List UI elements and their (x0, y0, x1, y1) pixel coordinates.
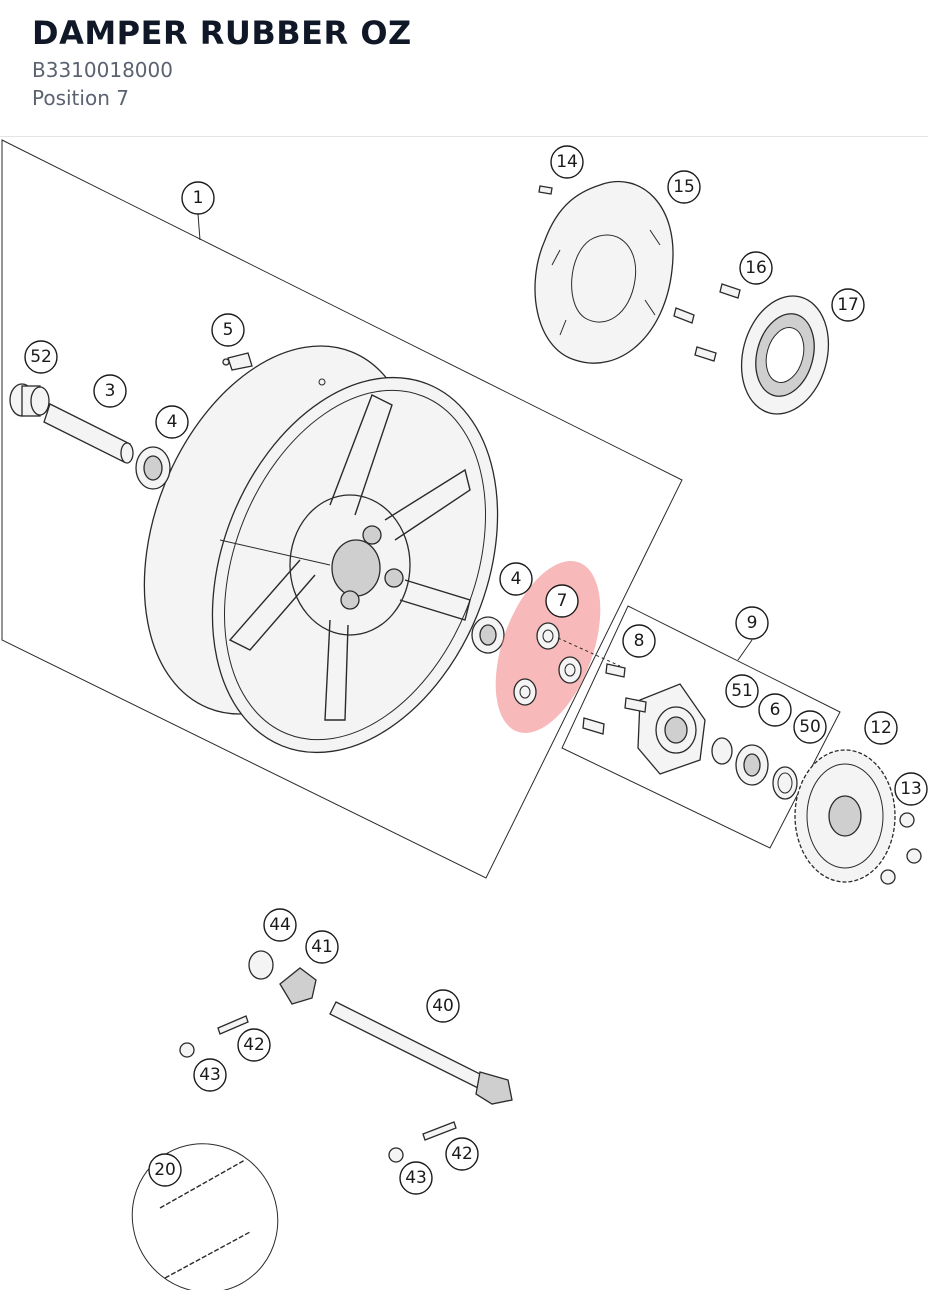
callout-20[interactable]: 20 (148, 1153, 182, 1187)
svg-text:8: 8 (634, 631, 645, 651)
rear-wheel (143, 345, 499, 754)
leader-lines (197, 213, 753, 661)
svg-text:51: 51 (731, 681, 753, 701)
bolt-14 (538, 185, 553, 195)
wheel-assembly-frame (1, 139, 683, 879)
svg-text:1: 1 (193, 188, 204, 208)
part-title: DAMPER RUBBER OZ (32, 14, 412, 52)
callout-17[interactable]: 17 (831, 288, 865, 322)
exploded-parts-diagram: 1 3 4 4 5 6 7 8 9 12 13 14 15 16 17 20 4 (1, 139, 928, 1290)
sprocket-carrier-frame (561, 605, 841, 849)
callout-4-right[interactable]: 4 (499, 562, 533, 596)
svg-text:20: 20 (154, 1160, 176, 1180)
spacer-sleeve-3 (43, 403, 134, 464)
svg-text:6: 6 (770, 700, 781, 720)
svg-text:44: 44 (269, 915, 291, 935)
callout-9[interactable]: 9 (735, 606, 769, 640)
callout-40[interactable]: 40 (426, 989, 460, 1023)
callout-8[interactable]: 8 (622, 624, 656, 658)
brake-disc-15 (534, 180, 674, 364)
callout-14[interactable]: 14 (550, 145, 584, 179)
callout-4-left[interactable]: 4 (155, 405, 189, 439)
callout-51[interactable]: 51 (725, 674, 759, 708)
svg-text:7: 7 (557, 591, 568, 611)
svg-text:14: 14 (556, 152, 578, 172)
svg-text:42: 42 (243, 1035, 265, 1055)
nut-43-left (179, 1042, 195, 1058)
svg-text:3: 3 (105, 381, 116, 401)
svg-text:13: 13 (900, 779, 922, 799)
chain-adjuster-41 (279, 967, 317, 1005)
callout-44[interactable]: 44 (263, 908, 297, 942)
callout-7[interactable]: 7 (545, 584, 579, 618)
callout-42-right[interactable]: 42 (445, 1137, 479, 1171)
nuts-13 (880, 812, 922, 885)
svg-text:42: 42 (451, 1144, 473, 1164)
part-number: B3310018000 (32, 58, 173, 82)
callout-16[interactable]: 16 (739, 251, 773, 285)
callout-6[interactable]: 6 (758, 693, 792, 727)
svg-text:12: 12 (870, 718, 892, 738)
svg-text:43: 43 (199, 1065, 221, 1085)
part-header: DAMPER RUBBER OZ B3310018000 Position 7 (0, 0, 928, 137)
adjuster-screw-42-left (217, 1015, 249, 1035)
callout-12[interactable]: 12 (864, 711, 898, 745)
sprocket-carrier (582, 663, 798, 800)
nut-44 (248, 950, 274, 980)
svg-text:43: 43 (405, 1168, 427, 1188)
svg-text:16: 16 (745, 258, 767, 278)
damper-rubbers-7 (513, 622, 621, 706)
callout-43-right[interactable]: 43 (399, 1161, 433, 1195)
callout-52[interactable]: 52 (24, 340, 58, 374)
callout-43-left[interactable]: 43 (193, 1058, 227, 1092)
callout-15[interactable]: 15 (667, 170, 701, 204)
bearing-4-left (135, 446, 171, 490)
svg-text:17: 17 (837, 295, 859, 315)
spacer-52 (9, 383, 50, 417)
callout-13[interactable]: 13 (894, 772, 928, 806)
svg-text:41: 41 (311, 937, 333, 957)
svg-text:52: 52 (30, 347, 52, 367)
part-position: Position 7 (32, 86, 129, 110)
svg-text:40: 40 (432, 996, 454, 1016)
brake-carrier-17 (740, 295, 830, 415)
bearing-4-right (471, 616, 505, 654)
svg-text:4: 4 (511, 569, 522, 589)
callout-3[interactable]: 3 (93, 374, 127, 408)
svg-text:4: 4 (167, 412, 178, 432)
svg-text:15: 15 (673, 177, 695, 197)
callout-1[interactable]: 1 (181, 181, 215, 215)
axle-40 (329, 1001, 513, 1105)
callout-50[interactable]: 50 (793, 710, 827, 744)
svg-text:9: 9 (747, 613, 758, 633)
callout-42-left[interactable]: 42 (237, 1028, 271, 1062)
chain-20 (131, 1143, 279, 1290)
adjuster-screw-42-right (422, 1121, 457, 1141)
callout-41[interactable]: 41 (305, 930, 339, 964)
bolts-16 (673, 283, 741, 362)
nut-43-right (388, 1147, 404, 1163)
svg-text:5: 5 (223, 320, 234, 340)
valve-5 (222, 352, 253, 371)
callout-5[interactable]: 5 (211, 313, 245, 347)
svg-text:50: 50 (799, 717, 821, 737)
sprocket-12 (794, 749, 896, 883)
